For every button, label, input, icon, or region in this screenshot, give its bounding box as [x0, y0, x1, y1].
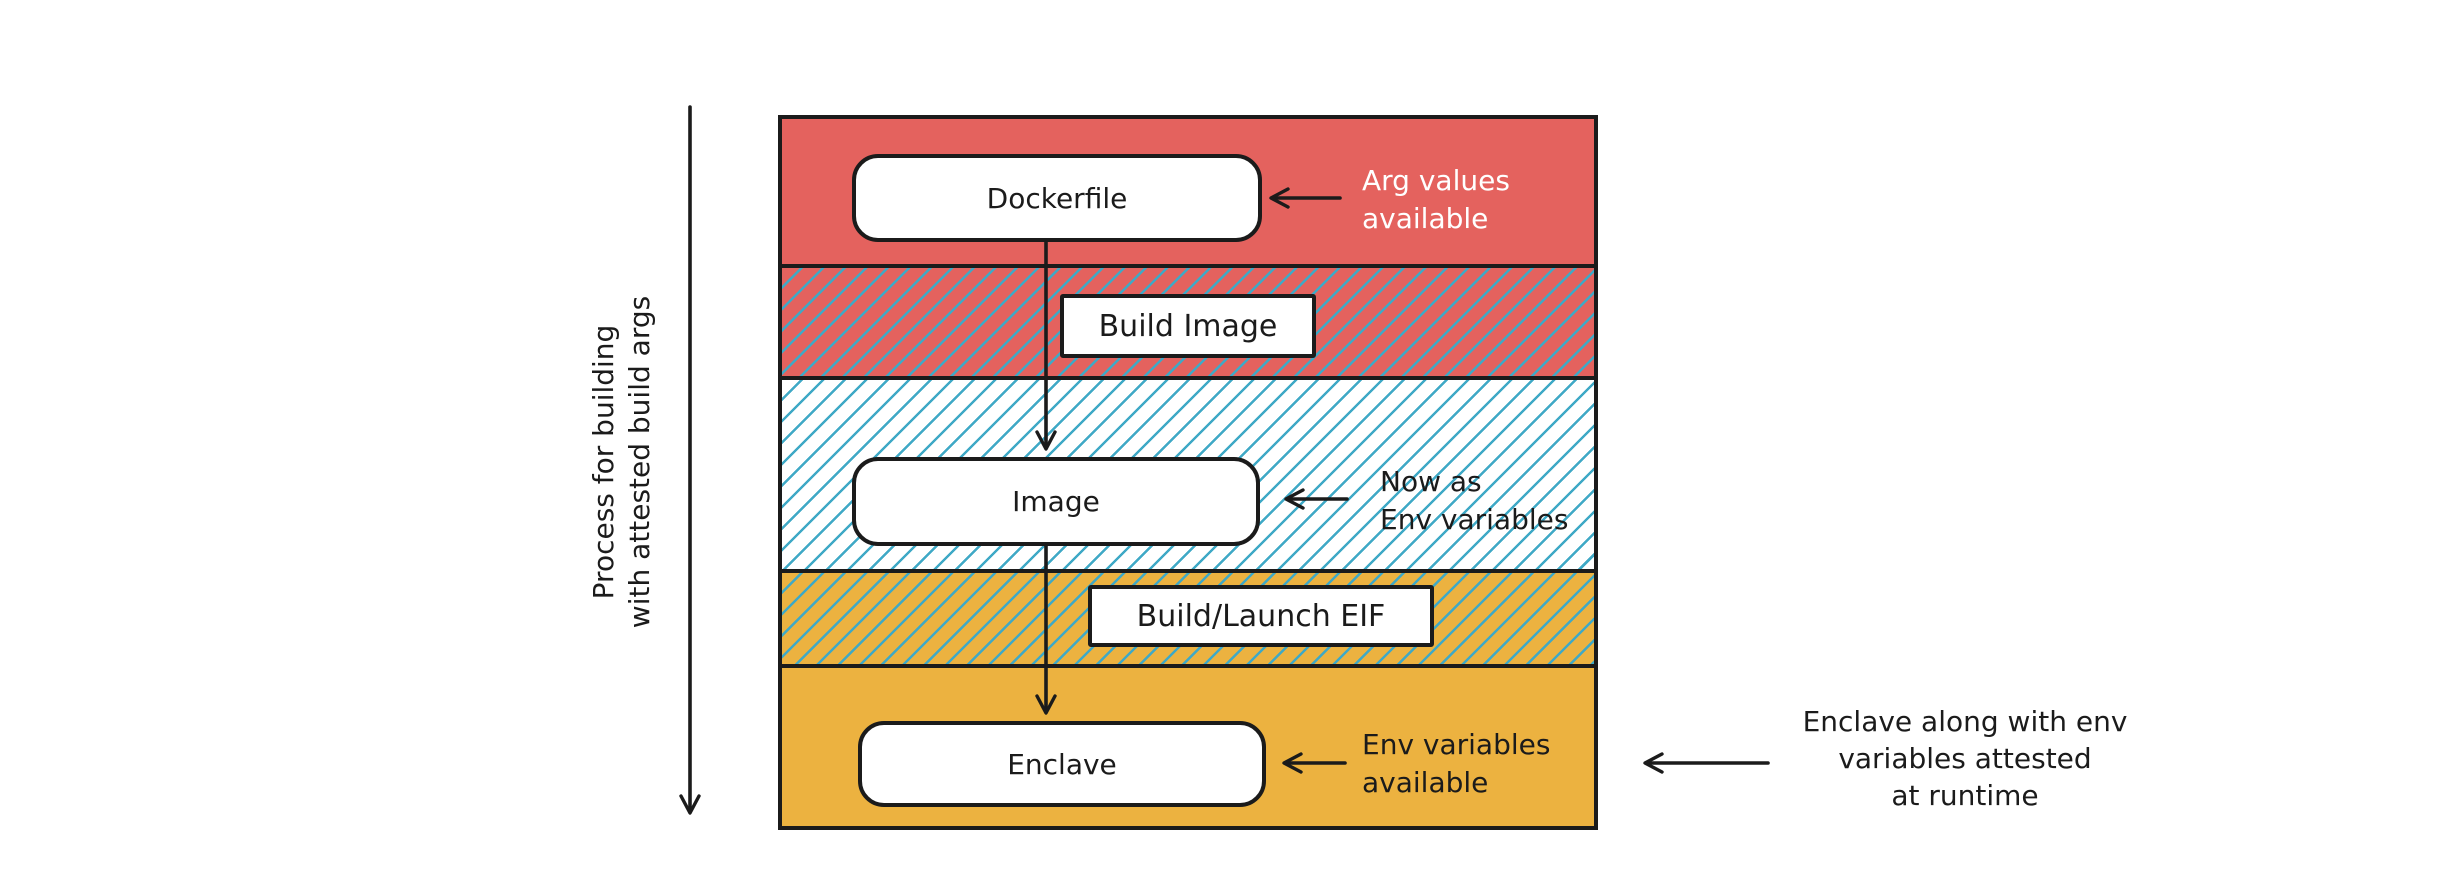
arg-values-annotation: Arg values available	[1362, 164, 1510, 235]
env-variables-annotation: Env variables available	[1362, 728, 1551, 799]
image-node: Image	[852, 457, 1260, 546]
process-axis-label: Process for building with attested build…	[587, 295, 656, 629]
build-image-step-box: Build Image	[1060, 294, 1316, 358]
enclave-runtime-annotation: Enclave along with env variables atteste…	[1802, 705, 2128, 812]
now-as-env-annotation: Now as Env variables	[1380, 465, 1569, 536]
build-image-step-label: Build Image	[1098, 308, 1278, 344]
enclave-node-label: Enclave	[1007, 747, 1117, 781]
build-launch-eif-step-label: Build/Launch EIF	[1136, 598, 1386, 634]
dockerfile-node-label: Dockerfile	[986, 181, 1128, 215]
enclave-node: Enclave	[858, 721, 1266, 807]
dockerfile-node: Dockerfile	[852, 154, 1262, 242]
image-node-label: Image	[1012, 485, 1100, 518]
build-launch-eif-step-box: Build/Launch EIF	[1088, 585, 1434, 647]
